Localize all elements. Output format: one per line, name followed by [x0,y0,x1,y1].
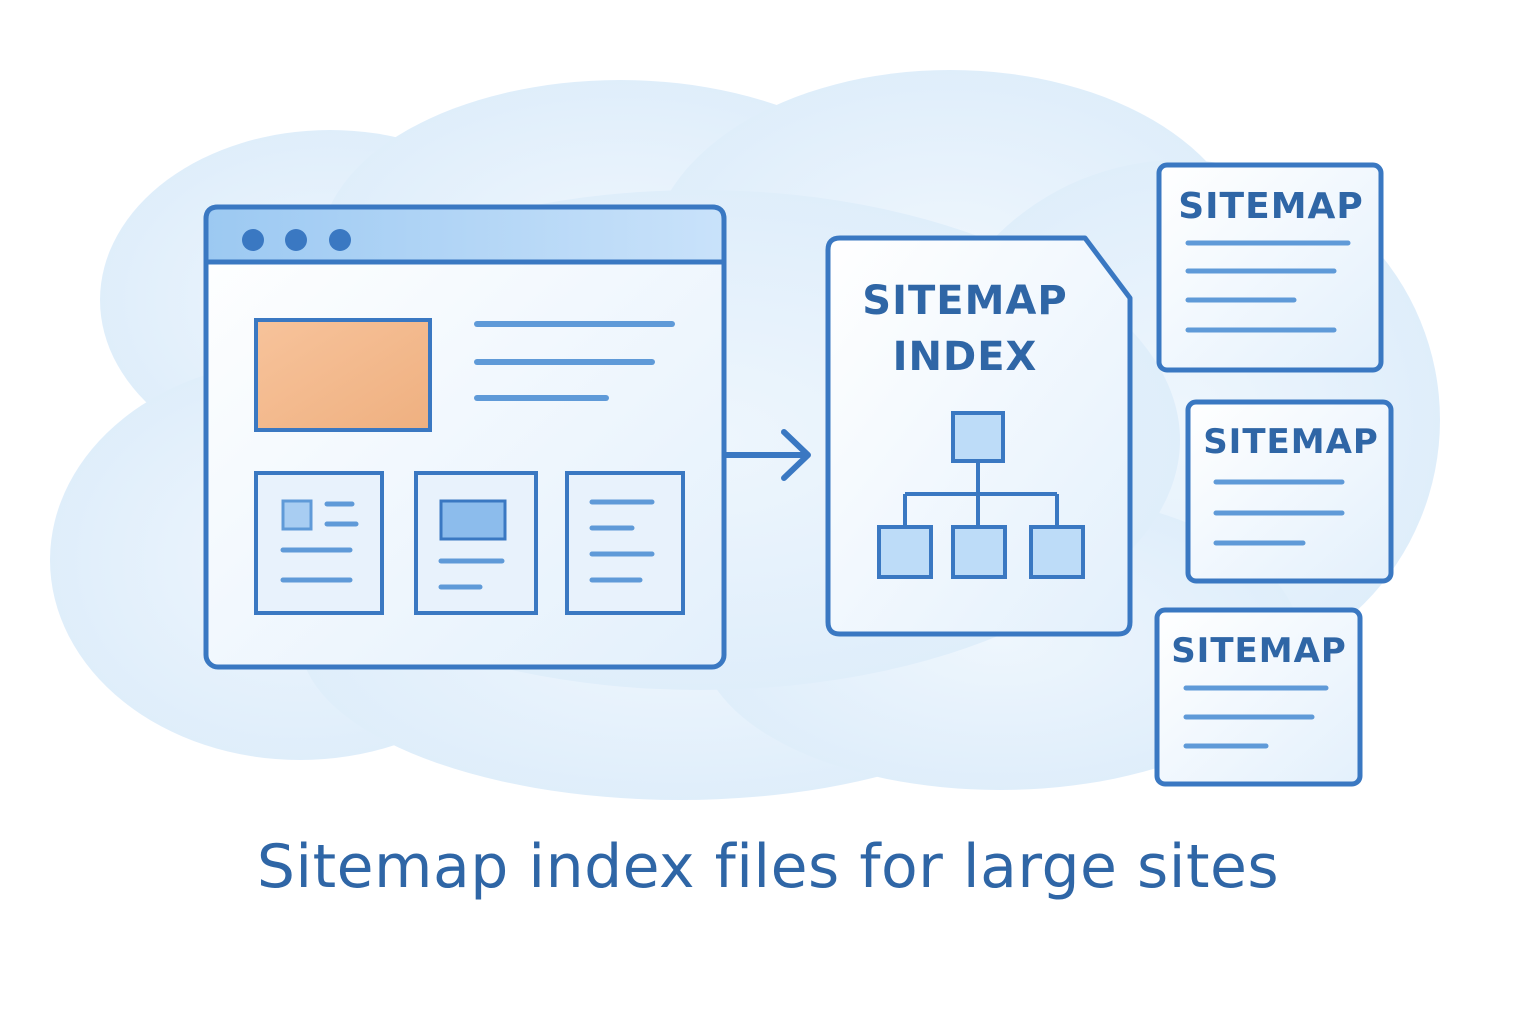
sitemap-document: SITEMAP [1154,607,1363,787]
arrow-right-icon [723,429,811,481]
browser-titlebar [203,204,727,265]
sitemap-label: SITEMAP [1178,186,1364,227]
diagram-caption: Sitemap index files for large sites [256,832,1280,902]
sitemap-document: SITEMAP [1185,399,1394,584]
hierarchy-icon [877,411,1085,579]
window-dot-icon [329,229,351,251]
content-card [414,471,538,615]
sitemap-index-document: SITEMAP INDEX [825,235,1133,637]
index-title-line2: INDEX [893,334,1038,380]
content-card [565,471,685,615]
sitemap-label: SITEMAP [1203,422,1379,462]
window-dot-icon [285,229,307,251]
sitemap-document: SITEMAP [1156,162,1384,373]
sitemap-label: SITEMAP [1171,631,1347,671]
window-dot-icon [242,229,264,251]
hero-text-lines [474,321,675,401]
hero-image-placeholder [254,318,432,432]
browser-window [203,204,727,670]
index-title-line1: SITEMAP [862,278,1067,324]
content-card [254,471,384,615]
